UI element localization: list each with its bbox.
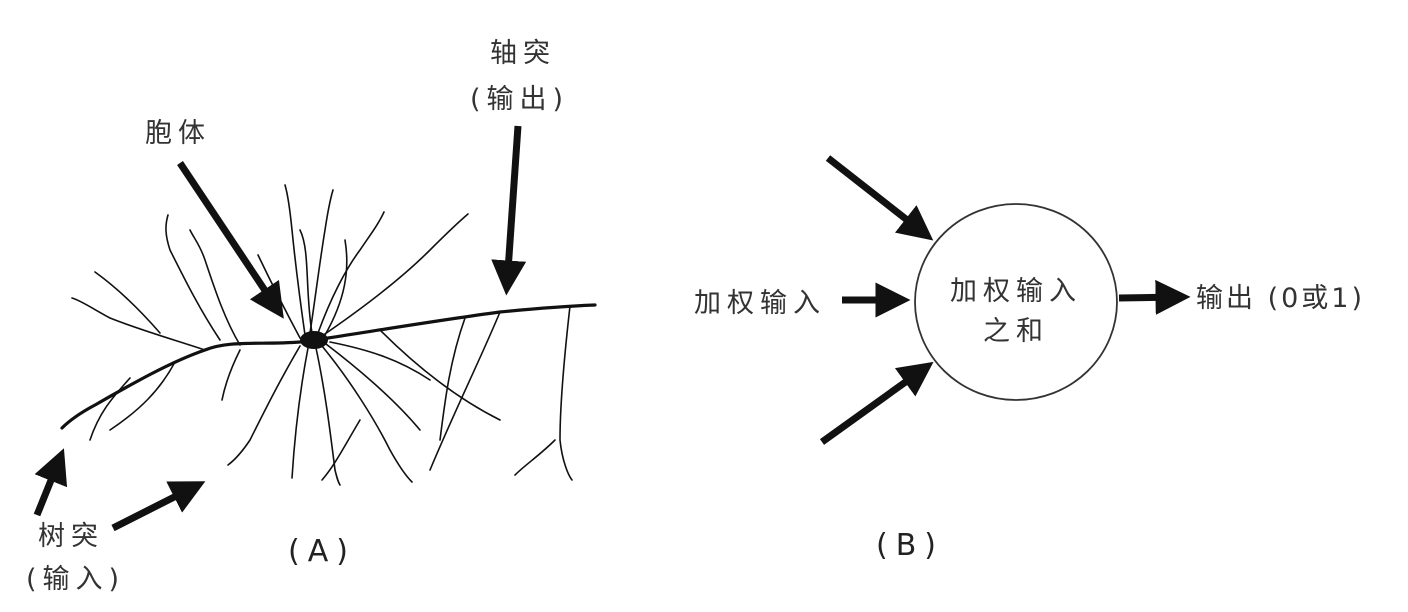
dendrite-label: 树突 <box>38 521 104 552</box>
summation-node <box>914 203 1118 401</box>
axon-arrow <box>491 125 527 296</box>
input-arrow-top <box>825 155 934 241</box>
output-label: 输出 (0或1) <box>1196 283 1365 314</box>
neuron-illustration <box>60 184 597 486</box>
soma <box>300 331 328 349</box>
axon-label: 轴突 <box>490 38 556 69</box>
soma-label: 胞体 <box>145 118 211 149</box>
axon-sublabel: (输出) <box>470 84 569 115</box>
dendrite-sublabel: (输入) <box>26 564 125 595</box>
panel-a-caption: (A) <box>288 534 356 569</box>
dendrite-arrow-right <box>111 481 206 532</box>
panel-b-caption: (B) <box>876 528 944 563</box>
output-arrow <box>1118 279 1191 315</box>
soma-arrow <box>177 161 284 319</box>
dendrite-arrow-left <box>33 448 68 517</box>
weighted-input-label: 加权输入 <box>694 288 826 319</box>
node-label-line2: 之和 <box>983 316 1049 347</box>
node-label-line1: 加权输入 <box>950 276 1082 307</box>
input-arrow-bottom <box>819 361 934 445</box>
